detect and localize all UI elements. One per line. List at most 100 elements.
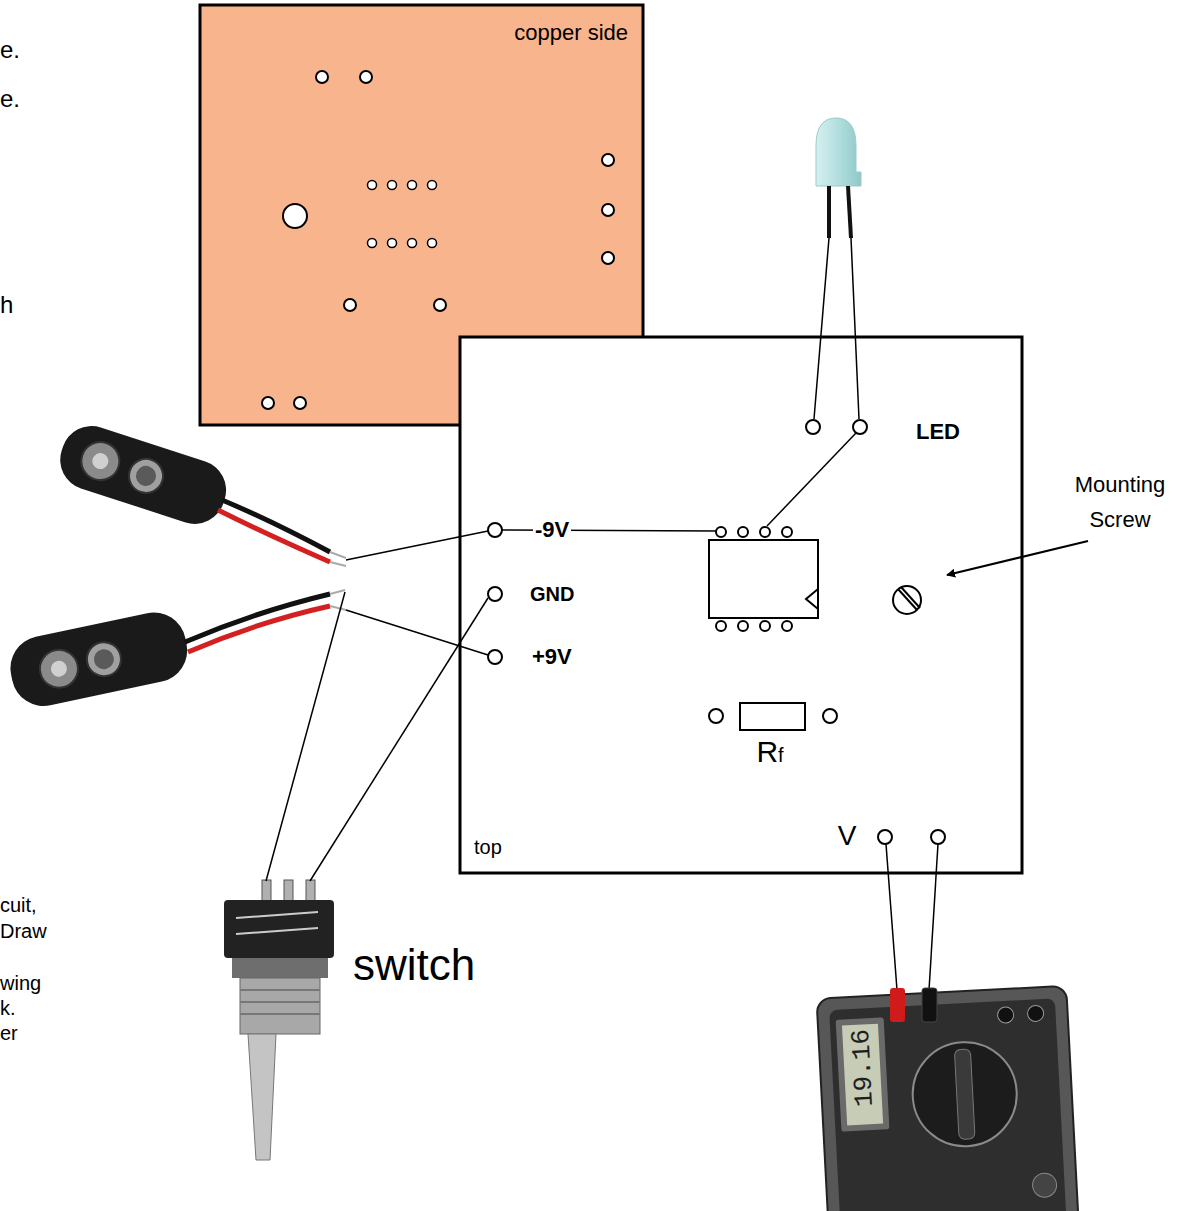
callout-arrow	[947, 541, 1088, 575]
wire	[851, 238, 859, 419]
ic-pad-hole	[368, 181, 377, 190]
led-lead	[848, 186, 851, 238]
snap-terminal	[90, 451, 110, 471]
cut-note: er	[0, 1022, 18, 1045]
callout-label: Mounting Screw	[1063, 467, 1177, 537]
cut-note: cuit,	[0, 894, 37, 917]
pin-name: V	[838, 820, 857, 852]
ic-notch	[806, 589, 818, 609]
snap-terminal	[76, 437, 124, 485]
snap-terminal	[92, 647, 116, 671]
ic-pad-hole	[388, 239, 397, 248]
switch-nut	[232, 958, 328, 978]
power-hole	[488, 587, 502, 601]
led-hole	[806, 420, 820, 434]
pad-hole	[602, 204, 614, 216]
wire	[346, 531, 488, 560]
screw-head	[893, 586, 921, 614]
resistor-hole	[709, 709, 723, 723]
pad-hole	[434, 299, 446, 311]
wire	[767, 433, 856, 526]
ic-pin	[716, 621, 726, 631]
lcd-screen	[842, 1024, 883, 1126]
input-jack	[997, 1007, 1014, 1024]
selector-dial	[910, 1040, 1019, 1149]
pin-name: LED	[916, 419, 960, 444]
snap-terminal	[49, 659, 68, 678]
pad-hole	[294, 397, 306, 409]
pad-hole	[316, 71, 328, 83]
switch-marking	[236, 928, 318, 934]
switch-thread	[240, 1001, 320, 1003]
pad-hole	[602, 154, 614, 166]
wire-strand	[330, 606, 346, 610]
wire-strand	[330, 590, 345, 594]
wire	[266, 592, 345, 881]
ic-pad-hole	[408, 181, 417, 190]
ic-pin	[760, 527, 770, 537]
switch-bushing	[240, 978, 320, 1034]
probe-plug	[922, 988, 937, 1022]
pin-name: -9V	[533, 517, 571, 542]
ic-pad-hole	[368, 239, 377, 248]
transistor-socket	[1032, 1173, 1057, 1198]
lcd-frame	[836, 1017, 890, 1131]
ic-pad-hole	[428, 181, 437, 190]
power-hole	[488, 523, 502, 537]
probe-lead	[929, 844, 938, 990]
wire	[310, 598, 488, 881]
top-board	[460, 337, 1022, 873]
ic-pin	[738, 527, 748, 537]
pad-hole	[262, 397, 274, 409]
multimeter-panel	[829, 998, 1066, 1211]
ic-pin	[782, 527, 792, 537]
ic-pin	[738, 621, 748, 631]
power-hole	[488, 650, 502, 664]
part-name: switch	[353, 940, 475, 991]
screw-slot	[898, 589, 917, 610]
copper-board: copper side	[200, 5, 643, 425]
ic-pad-hole	[388, 181, 397, 190]
cut-note: wing	[0, 972, 41, 995]
meter-hole	[931, 830, 945, 844]
battery-wire	[222, 500, 330, 552]
ic-pin	[782, 621, 792, 631]
board-side-label: copper side	[514, 20, 628, 45]
ic-pad-hole	[428, 239, 437, 248]
wire-strand	[330, 562, 346, 566]
cut-note: Draw	[0, 920, 47, 943]
cut-note: k.	[0, 997, 16, 1020]
cut-note: e.	[0, 85, 20, 113]
board-side-label: top	[474, 836, 502, 859]
battery-clip	[52, 418, 233, 531]
led-body	[816, 118, 861, 186]
ic-pin	[760, 621, 770, 631]
battery-wire	[185, 594, 330, 642]
ic-pin	[716, 527, 726, 537]
resistor-hole	[823, 709, 837, 723]
wire-strand	[330, 552, 346, 558]
cut-note: h	[0, 291, 13, 319]
battery-clip	[4, 606, 193, 711]
battery-wire	[218, 510, 330, 562]
pad-hole	[602, 252, 614, 264]
switch-thread	[240, 1013, 320, 1015]
switch-thread	[240, 989, 320, 991]
resistor-symbol	[740, 703, 805, 730]
input-jack	[1027, 1005, 1044, 1022]
led-lead	[827, 186, 831, 238]
pin-name: GND	[530, 583, 574, 606]
led-hole	[853, 420, 867, 434]
switch-marking	[236, 912, 318, 918]
switch-body	[224, 900, 334, 958]
pin-name: +9V	[532, 644, 572, 669]
ic-pad-hole	[408, 239, 417, 248]
probe-lead	[886, 844, 897, 990]
snap-terminal	[125, 454, 168, 497]
pad-hole	[344, 299, 356, 311]
meter-hole	[878, 830, 892, 844]
snap-terminal	[133, 463, 158, 488]
mounting-hole	[283, 204, 307, 228]
